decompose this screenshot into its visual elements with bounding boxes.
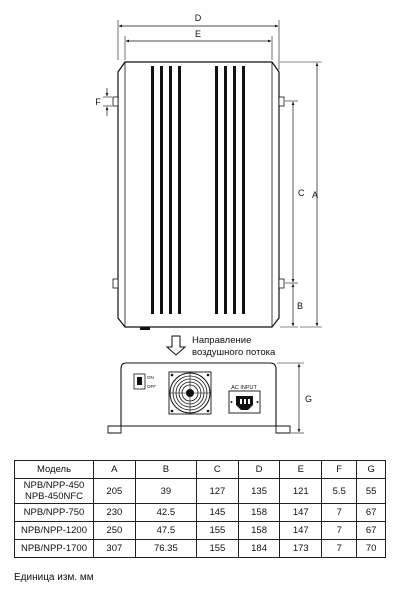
airflow-arrow-icon: [165, 335, 187, 356]
airflow-indicator: Направление воздушного потока: [165, 335, 276, 358]
unit-note: Единица изм. мм: [14, 572, 94, 583]
value-b: 42.5: [134, 503, 198, 522]
top-view: D E F C B A: [95, 13, 322, 330]
ac-input-label: AC INPUT: [231, 385, 257, 391]
value-d: 158: [237, 503, 281, 522]
technical-drawing: D E F C B A Направление воздушного поток…: [95, 13, 322, 434]
value-a: 250: [93, 521, 136, 540]
value-g: 55: [356, 478, 386, 504]
value-g: 67: [356, 503, 386, 522]
value-e: 121: [279, 478, 323, 504]
svg-text:OFF: OFF: [147, 384, 156, 389]
dimension-label-f: F: [95, 97, 101, 107]
dimension-label-d: D: [195, 13, 202, 23]
value-g: 67: [356, 521, 386, 540]
value-e: 147: [279, 503, 323, 522]
dimension-label-a: A: [312, 190, 318, 200]
ac-input-socket: AC INPUT: [228, 385, 261, 414]
airflow-label-line2: воздушного потока: [192, 347, 276, 358]
model-cell: NPB/NPP-1700: [14, 539, 94, 558]
header-model: Модель: [14, 460, 94, 479]
value-d: 158: [237, 521, 281, 540]
dimension-label-e: E: [195, 29, 201, 39]
airflow-label-line1: Направление: [192, 335, 251, 346]
value-c: 145: [196, 503, 239, 522]
header-b: B: [134, 460, 198, 479]
value-b: 47.5: [134, 521, 198, 540]
value-a: 307: [93, 539, 136, 558]
dimension-label-c: C: [298, 188, 305, 198]
value-c: 155: [196, 521, 239, 540]
header-d: D: [237, 460, 281, 479]
table-row: NPB/NPP-1700 307 76.35 155 184 173 7 70: [14, 539, 386, 558]
dimension-label-g: G: [305, 394, 312, 404]
value-b: 76.35: [134, 539, 198, 558]
cooling-ribs-left: [151, 66, 181, 314]
table-row: NPB/NPP-750 230 42.5 145 158 147 7 67: [14, 503, 386, 522]
cooling-ribs-right: [215, 66, 245, 314]
table-row: NPB/NPP-450 NPB-450NFC 205 39 127 135 12…: [14, 478, 386, 504]
value-e: 173: [279, 539, 323, 558]
header-c: C: [196, 460, 239, 479]
value-f: 5.5: [321, 478, 358, 504]
value-a: 230: [93, 503, 136, 522]
dimension-label-b: B: [297, 301, 303, 311]
value-f: 7: [321, 539, 358, 558]
table-row: NPB/NPP-1200 250 47.5 155 158 147 7 67: [14, 521, 386, 540]
front-view: ON OFF AC INPUT: [107, 362, 312, 434]
value-f: 7: [321, 503, 358, 522]
value-a: 205: [93, 478, 136, 504]
header-g: G: [356, 460, 386, 479]
header-f: F: [321, 460, 358, 479]
model-cell: NPB/NPP-1200: [14, 521, 94, 540]
value-g: 70: [356, 539, 386, 558]
value-e: 147: [279, 521, 323, 540]
value-d: 184: [237, 539, 281, 558]
value-b: 39: [134, 478, 198, 504]
value-c: 155: [196, 539, 239, 558]
value-d: 135: [237, 478, 281, 504]
mounting-tabs: [112, 96, 285, 289]
power-switch: ON OFF: [133, 373, 156, 390]
model-cell: NPB/NPP-750: [14, 503, 94, 522]
dimensions-table: Модель A B C D E F G NPB/NPP-450 NPB-450…: [14, 460, 386, 558]
value-f: 7: [321, 521, 358, 540]
table-header-row: Модель A B C D E F G: [14, 460, 386, 479]
unit-body-outline: [117, 61, 280, 328]
svg-text:ON: ON: [147, 375, 154, 380]
model-cell: NPB/NPP-450 NPB-450NFC: [14, 478, 94, 504]
fan-icon: [168, 371, 212, 415]
header-e: E: [279, 460, 323, 479]
header-a: A: [93, 460, 136, 479]
value-c: 127: [196, 478, 239, 504]
